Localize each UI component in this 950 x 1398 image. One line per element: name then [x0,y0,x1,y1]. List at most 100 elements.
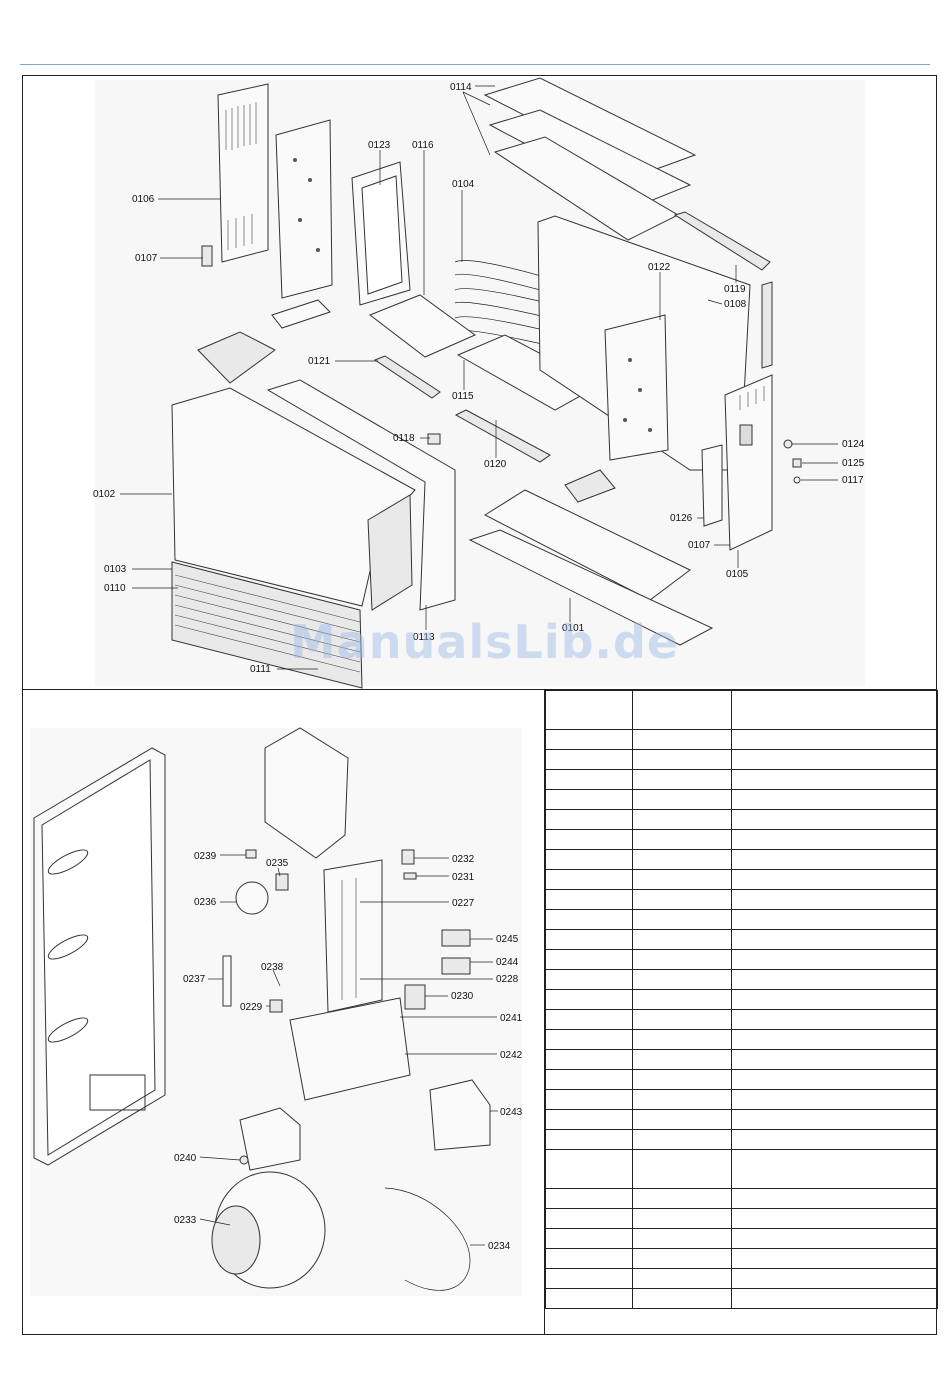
callout-0122: 0122 [648,262,671,273]
part-0113-panel [266,379,456,611]
part-0232-switch [401,849,415,865]
table-row [545,769,938,790]
table-row [545,869,938,890]
table-row [545,789,938,810]
part-0125-clip [792,458,802,468]
parts-list-table [545,690,938,1309]
callout-0238: 0238 [261,962,284,973]
callout-0105: 0105 [726,569,749,580]
table-row [545,1149,938,1189]
tray-0116 [368,294,476,358]
part-0106-side-panel [217,83,269,263]
callout-0230: 0230 [451,991,474,1002]
upper-callout-labels: 0114 0123 0116 0104 0106 0107 0122 0119 … [93,82,865,675]
mounting-plate [275,119,333,299]
callout-0110: 0110 [104,583,126,594]
part-0103-grille [171,561,363,689]
part-0120-rail [454,409,551,463]
callout-0232: 0232 [452,854,475,865]
table-row [545,809,938,830]
table-row [545,1228,938,1249]
part-0240-screw [239,1155,249,1165]
callout-0104: 0104 [452,179,475,190]
callout-0243: 0243 [500,1107,523,1118]
callout-0229: 0229 [240,1002,263,1013]
table-row [545,829,938,850]
motor-bracket [239,1107,301,1171]
callout-0234: 0234 [488,1241,511,1252]
part-0105-side-panel [724,374,773,551]
lower-callout-labels: 0239 0235 0232 0231 0236 0227 0245 0237 … [174,851,523,1252]
part-0229-holder [269,999,283,1013]
table-row [545,969,938,990]
callout-0107-left: 0107 [135,253,158,264]
table-divider [544,689,545,1335]
part-0236-thermostat [235,881,269,915]
callout-0116: 0116 [412,140,434,151]
callout-0115: 0115 [452,391,474,402]
table-row [545,1208,938,1229]
top-rule [20,64,930,65]
callout-0231: 0231 [452,872,475,883]
callout-0244: 0244 [496,957,519,968]
table-row [545,889,938,910]
terminal-block [271,299,331,329]
table-row [545,1129,938,1150]
part-0231-clip [403,872,417,880]
callout-0245: 0245 [496,934,519,945]
callout-0235: 0235 [266,858,289,869]
part-0123-frame [351,161,411,306]
table-row [545,1188,938,1209]
terminal-panel [323,859,383,1013]
part-0124-knob [783,439,793,449]
callout-0241: 0241 [500,1013,523,1024]
part-0107-clip [201,245,213,267]
callout-0233: 0233 [174,1215,197,1226]
callout-0117: 0117 [842,475,864,486]
table-header-row [545,690,938,730]
callout-0237: 0237 [183,974,206,985]
table-row [545,1109,938,1130]
callout-0227: 0227 [452,898,475,909]
callout-0118: 0118 [393,433,415,444]
table-row [545,749,938,770]
upper-leader-lines [120,85,838,670]
callout-0240: 0240 [174,1153,197,1164]
callout-0228: 0228 [496,974,519,985]
part-0237-sensor [222,955,232,1007]
mounting-plate-lower [33,747,166,1166]
table-row [545,1268,938,1289]
callout-0126: 0126 [670,513,693,524]
part-0117-ring [793,476,801,484]
control-box-cover [264,727,349,859]
callout-0107-right: 0107 [688,540,711,551]
callout-0101: 0101 [562,623,585,634]
part-0119-strip [673,211,771,271]
part-0245-relay [441,929,471,947]
table-row [545,1049,938,1070]
callout-0111: 0111 [250,664,271,675]
watermark: ManualsLib.de [290,615,680,669]
table-row [545,729,938,750]
table-row [545,909,938,930]
lower-exploded-diagram: 0239 0235 0232 0231 0236 0227 0245 0237 … [33,727,523,1291]
part-0230-block [404,984,426,1010]
part-0244-relay [441,957,471,975]
table-row [545,1029,938,1050]
callout-0113: 0113 [413,632,435,643]
table-row [545,849,938,870]
table-row [545,929,938,950]
part-0235-knob [275,873,289,891]
table-row [545,1069,938,1090]
table-row [545,1288,938,1309]
callout-0106: 0106 [132,194,155,205]
lower-leader-lines [199,854,498,1246]
callout-0114: 0114 [450,82,472,93]
part-0121-rail [373,355,441,399]
table-row [545,989,938,1010]
callout-0120: 0120 [484,459,507,470]
table-row [545,1009,938,1030]
callout-0236: 0236 [194,897,217,908]
table-row [545,1248,938,1269]
part-0102-front-casing [171,387,416,611]
